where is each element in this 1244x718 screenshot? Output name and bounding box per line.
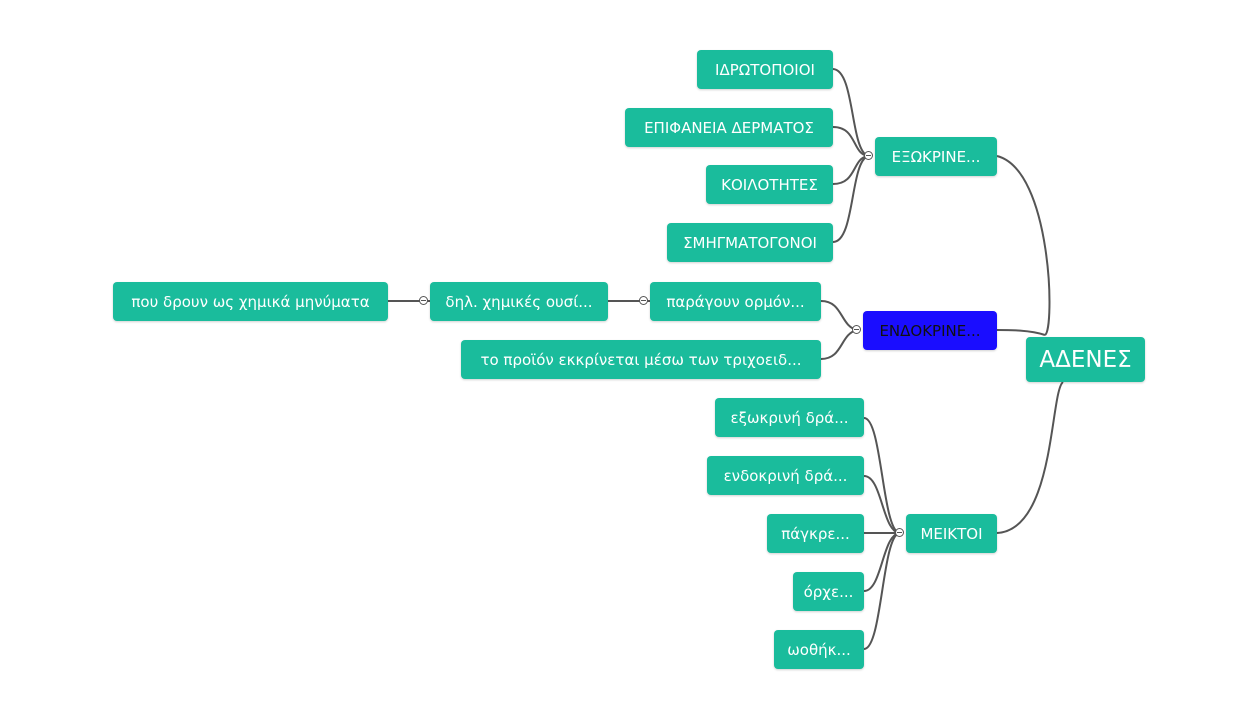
collapse-toggle-exokrines[interactable]: [864, 151, 873, 160]
edge-endo-capillaries: [820, 329, 858, 360]
node-chemical-substances-label: δηλ. χημικές ουσί...: [445, 292, 593, 311]
collapse-toggle-meiktoi[interactable]: [895, 528, 904, 537]
node-pancreas[interactable]: πάγκρε...: [767, 514, 864, 553]
node-pancreas-label: πάγκρε...: [781, 524, 850, 543]
collapse-toggle-substances[interactable]: [419, 296, 428, 305]
node-koilotites[interactable]: ΚΟΙΛΟΤΗΤΕΣ: [706, 165, 833, 204]
node-testes-label: όρχε...: [803, 582, 854, 601]
node-exokrines[interactable]: ΕΞΩΚΡΙΝΕ...: [875, 137, 997, 176]
node-smigmatogonoi[interactable]: ΣΜΗΓΜΑΤΟΓΟΝΟΙ: [667, 223, 833, 262]
node-testes[interactable]: όρχε...: [793, 572, 864, 611]
edge-root-meiktoi: [996, 381, 1064, 534]
node-endokrines-label: ΕΝΔΟΚΡΙΝΕ...: [879, 321, 981, 340]
node-koilotites-label: ΚΟΙΛΟΤΗΤΕΣ: [721, 175, 818, 194]
node-idrotopoioi-label: ΙΔΡΩΤΟΠΟΙΟΙ: [715, 60, 815, 79]
edge-mix-1: [863, 417, 900, 534]
node-endocrine-action-label: ενδοκρινή δρά...: [723, 466, 848, 485]
node-epifaneia-dermatos[interactable]: ΕΠΙΦΑΝΕΙΑ ΔΕΡΜΑΤΟΣ: [625, 108, 833, 147]
edge-exo-4: [832, 155, 869, 243]
node-meiktoi-label: ΜΕΙΚΤΟΙ: [920, 524, 983, 543]
node-ovaries[interactable]: ωοθήκ...: [774, 630, 864, 669]
node-smigmatogonoi-label: ΣΜΗΓΜΑΤΟΓΟΝΟΙ: [683, 233, 817, 252]
edge-mix-2: [863, 475, 900, 534]
edge-exo-1: [832, 68, 869, 157]
edge-mix-5: [863, 532, 900, 650]
root-node[interactable]: ΑΔΕΝΕΣ: [1026, 337, 1145, 382]
node-idrotopoioi[interactable]: ΙΔΡΩΤΟΠΟΙΟΙ: [697, 50, 833, 89]
collapse-toggle-hormones[interactable]: [639, 296, 648, 305]
edge-mix-4: [863, 532, 900, 592]
node-endocrine-action[interactable]: ενδοκρινή δρά...: [707, 456, 864, 495]
node-exocrine-action-label: εξωκρινή δρά...: [730, 408, 849, 427]
node-chemical-substances[interactable]: δηλ. χημικές ουσί...: [430, 282, 608, 321]
edge-endo-hormones: [820, 300, 858, 331]
node-epifaneia-dermatos-label: ΕΠΙΦΑΝΕΙΑ ΔΕΡΜΑΤΟΣ: [644, 118, 814, 137]
node-capillaries[interactable]: το προϊόν εκκρίνεται μέσω των τριχοειδ..…: [461, 340, 821, 379]
node-meiktoi[interactable]: ΜΕΙΚΤΟΙ: [906, 514, 997, 553]
collapse-toggle-endokrines[interactable]: [852, 325, 861, 334]
node-hormones[interactable]: παράγουν ορμόν...: [650, 282, 821, 321]
node-exocrine-action[interactable]: εξωκρινή δρά...: [715, 398, 864, 437]
node-capillaries-label: το προϊόν εκκρίνεται μέσω των τριχοειδ..…: [480, 350, 802, 369]
edge-root-exokrines: [996, 155, 1051, 336]
root-node-label: ΑΔΕΝΕΣ: [1039, 346, 1132, 373]
node-hormones-label: παράγουν ορμόν...: [666, 292, 805, 311]
node-chemical-messages[interactable]: που δρουν ως χημικά μηνύματα: [113, 282, 388, 321]
node-endokrines[interactable]: ΕΝΔΟΚΡΙΝΕ...: [863, 311, 997, 350]
node-exokrines-label: ΕΞΩΚΡΙΝΕ...: [891, 147, 981, 166]
node-chemical-messages-label: που δρουν ως χημικά μηνύματα: [131, 292, 370, 311]
node-ovaries-label: ωοθήκ...: [787, 640, 851, 659]
edge-root-endokrines: [996, 329, 1046, 336]
